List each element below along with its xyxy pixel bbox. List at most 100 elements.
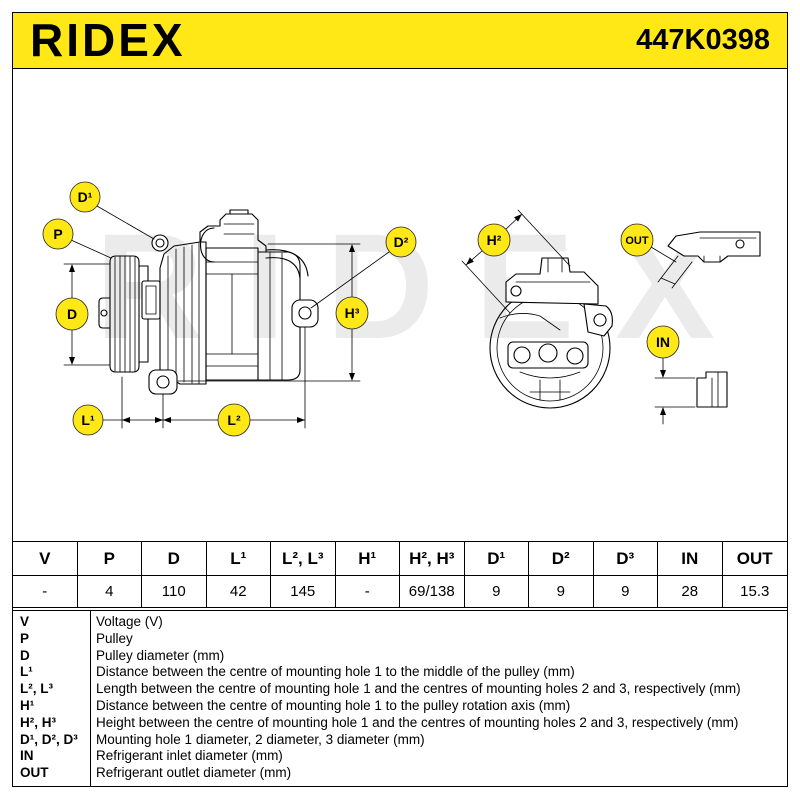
compressor-front-view bbox=[461, 209, 613, 409]
badge-circle bbox=[217, 403, 251, 437]
legend-desc: Pulley diameter (mm) bbox=[96, 647, 225, 663]
pulley-bolt bbox=[100, 309, 108, 317]
legend-abbr: L², L³ bbox=[20, 681, 53, 697]
leader-lines bbox=[70, 205, 390, 309]
front-view-details bbox=[499, 313, 581, 401]
label-badge-h2: H² bbox=[477, 223, 511, 257]
spec-header-h2-h3: H², H³ bbox=[400, 542, 465, 576]
spec-value-d3: 9 bbox=[594, 576, 658, 607]
label-badge-p: P bbox=[42, 218, 74, 250]
top-fitting-cap bbox=[229, 209, 249, 215]
pulley-grooves bbox=[114, 255, 136, 373]
label-badge-d2: D² bbox=[385, 226, 417, 258]
badge-circle bbox=[477, 223, 511, 257]
legend-abbr: H², H³ bbox=[20, 714, 56, 730]
mounting-hole-3 bbox=[156, 375, 170, 389]
label-badge-out: OUT bbox=[620, 223, 654, 257]
spec-header-d3: D³ bbox=[593, 542, 658, 576]
front-view-hole-2 bbox=[593, 313, 607, 327]
spec-value-d1: 9 bbox=[465, 576, 529, 607]
badge-circle bbox=[69, 181, 101, 213]
legend-abbr: IN bbox=[20, 748, 34, 764]
outlet-flange bbox=[667, 231, 761, 263]
spec-header-l1: L¹ bbox=[206, 542, 271, 576]
badge-text-h3: H³ bbox=[345, 305, 360, 321]
badge-circle bbox=[620, 223, 654, 257]
cylinder-details bbox=[205, 261, 259, 367]
spec-table: V P D L¹ L², L³ H¹ H², H³ D¹ D² D³ IN OU… bbox=[13, 541, 787, 608]
outlet-dimension-lines bbox=[650, 246, 693, 289]
spec-value-pulley-diameter: 110 bbox=[142, 576, 207, 607]
cylinder-body bbox=[205, 247, 259, 381]
badge-text-d2: D² bbox=[394, 234, 409, 250]
control-wire bbox=[200, 227, 215, 263]
rear-body-details bbox=[269, 251, 283, 381]
legend-abbr: V bbox=[20, 614, 30, 629]
legend-desc: Distance between the centre of mounting … bbox=[96, 697, 571, 713]
clutch-connector-inner bbox=[145, 285, 157, 315]
clutch-connector bbox=[141, 280, 161, 320]
h2-dimension-arrows bbox=[466, 214, 522, 265]
mounting-hole-2 bbox=[298, 306, 312, 320]
spec-value-d2: 9 bbox=[529, 576, 594, 607]
part-number: 447K0398 bbox=[636, 24, 770, 56]
spec-value-l1: 42 bbox=[207, 576, 271, 607]
legend-row-pulley-diameter: D Pulley diameter (mm) bbox=[13, 648, 787, 665]
legend-row-d1-d2-d3: D¹, D², D³ Mounting hole 1 diameter, 2 di… bbox=[13, 732, 787, 749]
outlet-fitting bbox=[650, 231, 761, 289]
spec-value-l2-l3: 145 bbox=[271, 576, 336, 607]
legend-row-outlet: OUT Refrigerant outlet diameter (mm) bbox=[13, 765, 787, 782]
legend-desc: Distance between the centre of mounting … bbox=[96, 664, 575, 680]
legend-row-l1: L¹ Distance between the centre of mountin… bbox=[13, 664, 787, 681]
spec-value-h1: - bbox=[336, 576, 400, 607]
brand-logo: RIDEX bbox=[30, 14, 186, 66]
front-view-top-details bbox=[515, 257, 591, 283]
top-bracket bbox=[199, 213, 267, 253]
spec-value-pulley: 4 bbox=[78, 576, 142, 607]
mounting-ear-1 bbox=[151, 234, 169, 252]
spec-header-h1: H¹ bbox=[335, 542, 400, 576]
badge-text-out: OUT bbox=[625, 235, 649, 247]
front-view-band bbox=[507, 341, 589, 369]
outlet-flange-details bbox=[699, 237, 757, 263]
spec-header-inlet: IN bbox=[658, 542, 723, 576]
spec-header-l2-l3: L², L³ bbox=[271, 542, 336, 576]
label-badge-l1: L¹ bbox=[72, 404, 104, 436]
legend-abbr: L¹ bbox=[20, 664, 33, 680]
front-view-top-block bbox=[505, 257, 599, 305]
inlet-dimension-lines bbox=[654, 357, 696, 425]
mounting-ear-2 bbox=[291, 299, 319, 328]
legend-abbr: OUT bbox=[20, 765, 49, 781]
label-badge-l2: L² bbox=[217, 403, 251, 437]
spec-header-d1: D¹ bbox=[464, 542, 529, 576]
legend-abbr: D¹, D², D³ bbox=[20, 731, 78, 747]
badge-text-d1: D¹ bbox=[78, 189, 93, 205]
front-view-port-b bbox=[538, 343, 558, 363]
legend-desc: Mounting hole 1 diameter, 2 diameter, 3 … bbox=[96, 731, 425, 747]
front-view-hole-1 bbox=[510, 285, 522, 297]
badge-text-d: D bbox=[67, 306, 77, 322]
inlet-dimension-arrows bbox=[660, 370, 666, 415]
badge-text-in: IN bbox=[656, 334, 670, 350]
front-body-ribs bbox=[167, 242, 200, 385]
front-view-port-c bbox=[566, 347, 584, 365]
legend-desc: Length between the centre of mounting ho… bbox=[96, 681, 741, 697]
rear-pipe bbox=[265, 249, 309, 279]
badge-circle bbox=[385, 226, 417, 258]
inlet-fitting bbox=[654, 357, 728, 425]
spec-value-voltage: - bbox=[13, 576, 78, 607]
outlet-hole bbox=[735, 239, 745, 249]
badge-text-p: P bbox=[53, 226, 62, 242]
legend-desc: Refrigerant outlet diameter (mm) bbox=[96, 765, 292, 781]
spec-value-inlet: 28 bbox=[658, 576, 723, 607]
legend-row-l2-l3: L², L³ Length between the centre of mount… bbox=[13, 681, 787, 698]
badge-text-l1: L¹ bbox=[81, 412, 95, 428]
legend-abbr: D bbox=[20, 647, 30, 663]
spec-header-pulley-diameter: D bbox=[142, 542, 207, 576]
spec-header-pulley: P bbox=[77, 542, 142, 576]
